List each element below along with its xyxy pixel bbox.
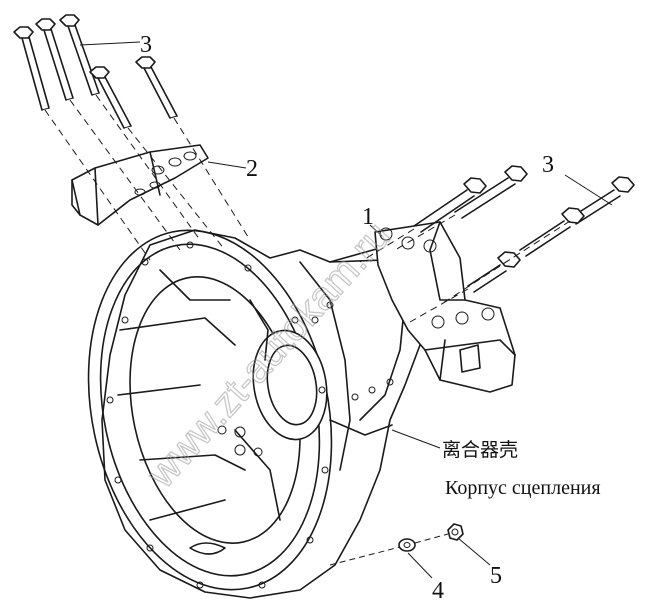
top-bolt: [59, 14, 100, 96]
callout-5: 5: [490, 563, 502, 589]
right-bolt: [467, 251, 521, 293]
top-mounting-bracket: [71, 144, 209, 226]
washer: [398, 538, 416, 552]
callout-1: 1: [362, 204, 374, 230]
nut: [447, 523, 464, 541]
right-bolt-set: [359, 165, 635, 323]
callout-4: 4: [432, 578, 444, 604]
callout-3-right: 3: [542, 152, 554, 178]
top-bolt-set: [13, 14, 251, 261]
flange-bolt-holes: [106, 241, 329, 589]
label-russian: Корпус сцепления: [445, 477, 601, 499]
label-chinese: 离合器壳: [442, 439, 518, 461]
callout-3-top: 3: [140, 32, 152, 58]
right-bolt: [519, 207, 585, 257]
top-bolt: [135, 56, 178, 119]
top-bolt: [35, 18, 74, 101]
clutch-housing: [87, 229, 431, 599]
stud-axis-line: [329, 533, 449, 566]
top-bolt: [89, 66, 132, 129]
top-bolt: [13, 26, 50, 111]
right-mounting-bracket: [374, 221, 516, 393]
callout-2: 2: [246, 156, 258, 182]
right-bolt: [454, 165, 528, 219]
leader-lines: [79, 41, 613, 579]
right-bolt: [413, 177, 487, 233]
